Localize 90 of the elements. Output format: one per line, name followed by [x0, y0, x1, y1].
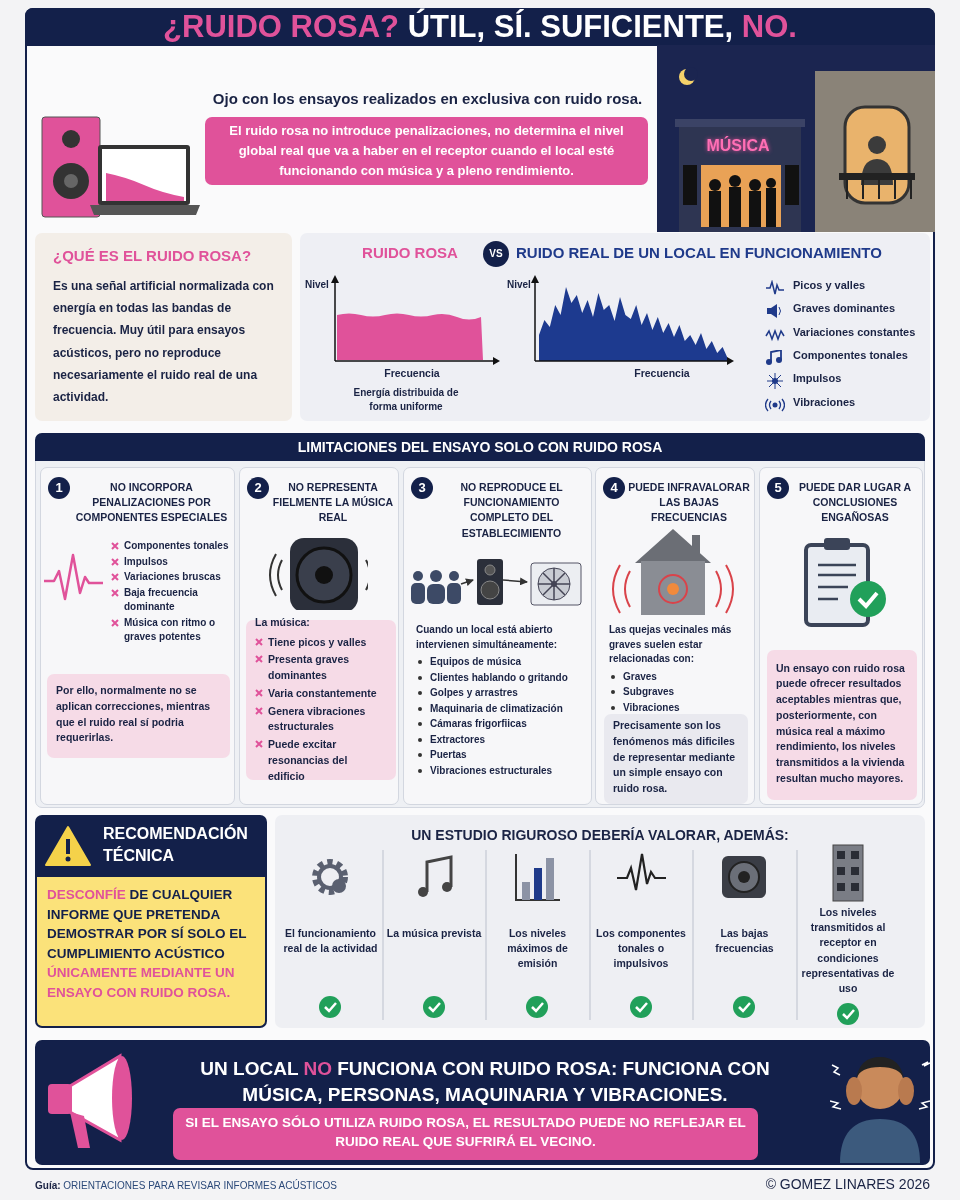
list-item: Puede excitar resonancias del edificio: [268, 737, 349, 784]
list-item: Tiene picos y valles: [268, 634, 367, 650]
study-item-label: Los componentes tonales o impulsivos: [595, 926, 687, 972]
chart-note: Energía distribuida de forma uniforme: [352, 386, 460, 413]
title: ¿RUIDO ROSA? ÚTIL, SÍ. SUFICIENTE, NO.: [162, 10, 798, 44]
note-box: [246, 620, 396, 780]
callout-box: [205, 117, 648, 185]
footer-note: Guía: ORIENTACIONES PARA REVISAR INFORMES ACÚSTICOS: [35, 1180, 338, 1191]
closing-banner: [35, 1040, 930, 1165]
paragraph: Es una señal artificial normalizada con energía en todas las bandas de frecuencia. Muy útil para ensayos acústicos, pero no reproduce necesariamente el ruido real de una actividad.: [53, 278, 275, 406]
list-item: Componentes tonales: [124, 539, 229, 553]
list-item: Baja frecuencia dominante: [124, 585, 199, 614]
axis-label: Frecuencia: [633, 367, 691, 379]
study-item-label: La música prevista: [386, 926, 482, 941]
neon-sign-text: MÚSICA: [705, 137, 771, 155]
axis-label: Frecuencia: [383, 367, 441, 379]
list-item: Graves: [623, 669, 657, 684]
feature-label: Graves dominantes: [793, 302, 897, 315]
feature-label: Impulsos: [793, 372, 843, 385]
study-item-label: El funcionamiento real de la actividad: [283, 926, 378, 957]
vs-badge: VS: [483, 241, 509, 267]
list-item: Impulsos: [124, 554, 168, 569]
limitation-card: [40, 467, 235, 805]
list-item: Música con ritmo o graves potentes: [124, 615, 217, 644]
list-item: Maquinaria de climatización: [430, 701, 563, 716]
list-item: Golpes y arrastres: [430, 686, 518, 700]
list-item: Genera vibraciones estructurales: [268, 703, 367, 735]
paragraph: Por ello, normalmente no se aplican correcciones, mientras que el ruido real sí podria requerirlas.: [56, 683, 212, 746]
fan-icon: [530, 562, 582, 606]
list-item: Varia constantemente: [268, 685, 377, 701]
list-item: Vibraciones: [623, 700, 680, 715]
number-badge: 1: [48, 477, 70, 499]
callout-box: [173, 1108, 758, 1160]
number-badge: 5: [767, 477, 789, 499]
number-badge: 4: [603, 477, 625, 499]
card-heading: NO INCORPORA PENALIZACIONES POR COMPONENTES ESPECIALES: [74, 480, 229, 526]
study-item-label: Los niveles transmitidos al receptor en condiciones representativas de uso: [800, 905, 896, 997]
limitations-section: [35, 433, 925, 808]
card-heading: NO REPRODUCE EL FUNCIONAMIENTO COMPLETO DEL ESTABLECIMIENTO: [459, 480, 564, 541]
card-heading: RECOMENDACIÓN TÉCNICA: [103, 823, 249, 866]
subtitle: Ojo con los ensayos realizados en exclusiva con ruido rosa.: [211, 90, 644, 107]
paragraph: La música:: [255, 614, 311, 630]
card-heading: PUEDE INFRAVALORAR LAS BAJAS FRECUENCIAS: [628, 480, 750, 526]
card-heading: PUEDE DAR LUGAR A CONCLUSIONES ENGAÑOSAS: [797, 480, 913, 526]
list-item: Variaciones bruscas: [124, 570, 221, 584]
speaker-icon: [476, 558, 504, 606]
number-badge: 3: [411, 477, 433, 499]
list-item: Clientes hablando o gritando: [430, 670, 568, 685]
section-title-bar: LIMITACIONES DEL ENSAYO SOLO CON RUIDO ROSA: [35, 433, 925, 461]
card-heading: ¿QUÉ ES EL RUIDO ROSA?: [53, 247, 253, 264]
list-item: Subgraves: [623, 685, 675, 699]
list-item: Presenta graves dominantes: [268, 652, 351, 683]
paragraph: Un ensayo con ruido rosa puede ofrecer resultados aceptables mientras que, posteriormente, con música real a máximo rendimiento, los niveles transmitidos a la vivienda resultan mucho mayores.: [776, 660, 906, 786]
arrow: [460, 578, 474, 586]
feature-label: Componentes tonales: [793, 348, 909, 361]
note-box: [47, 674, 230, 758]
chart-title: RUIDO ROSA: [361, 244, 459, 261]
list-item: Cámaras frigorfiicas: [430, 717, 527, 731]
paragraph: SI EL ENSAYO SÓLO UTILIZA RUIDO ROSA, EL RESULTADO PUEDE NO REFLEJAR EL RUIDO REAL QUE SUFRIRÁ EL VECINO.: [184, 1113, 747, 1151]
callout-text: El ruido rosa no introduce penalizaciones, no determina el nivel global real que va a haber en el receptor cuando el local esté funcionando con música y a pleno rendimiento.: [228, 121, 625, 181]
chart-title: RUIDO REAL DE UN LOCAL EN FUNCIONAMIENTO: [516, 244, 883, 261]
feature-label: Variaciones constantes: [793, 325, 917, 338]
list-item: Puertas: [430, 748, 467, 762]
recommendation-card: [35, 815, 267, 1028]
study-item-label: Los niveles máximos de emisión: [506, 926, 569, 972]
banner-heading: UN LOCAL NO FUNCIONA CON RUIDO ROSA: FUNCIONA CON MÚSICA, PERSONAS, MAQUINARIA Y VIBRACIONES.: [199, 1057, 771, 1107]
limitation-card: [403, 467, 592, 805]
card-heading: NO REPRESENTA FIELMENTE LA MÚSICA REAL: [272, 480, 394, 526]
list-item: Equipos de música: [430, 655, 522, 669]
axis-label: Nivel: [305, 279, 330, 290]
feature-label: Vibraciones: [793, 395, 857, 408]
panel-heading: UN ESTUDIO RIGUROSO DEBERÍA VALORAR, ADEMÁS:: [410, 827, 790, 843]
warning-text: DESCONFÍE DE CUALQUIER INFORME QUE PRETENDA DEMOSTRAR POR SÍ SOLO EL CUMPLIMIENTO ACÚSTICO ÚNICAMENTE MEDIANTE UN ENSAYO CON RUIDO ROSA.: [47, 886, 248, 1002]
copyright-note: © GOMEZ LINARES 2026: [764, 1176, 930, 1192]
number-badge: 2: [247, 477, 269, 499]
paragraph: Cuando un local está abierto intervienen simultáneamente:: [416, 623, 559, 652]
limitation-card: [239, 467, 399, 805]
list-item: Vibraciones estructurales: [430, 763, 553, 778]
note-box: [604, 714, 748, 804]
crowd-icon: [410, 568, 462, 604]
study-item-label: Las bajas frecuencias: [714, 926, 775, 957]
arrow: [502, 577, 528, 586]
feature-label: Picos y valles: [793, 279, 867, 291]
study-panel: [275, 815, 925, 1028]
list-item: Extractores: [430, 732, 486, 747]
paragraph: Precisamente son los fenómenos más dificiles de representar mediante un simple ensayo con ruido rosa.: [613, 718, 736, 797]
axis-label: Nivel: [507, 279, 532, 290]
paragraph: Las quejas vecinales más graves suelen estar relacionadas con:: [609, 623, 733, 666]
note-box: [767, 650, 917, 800]
limitation-card: [595, 467, 755, 805]
